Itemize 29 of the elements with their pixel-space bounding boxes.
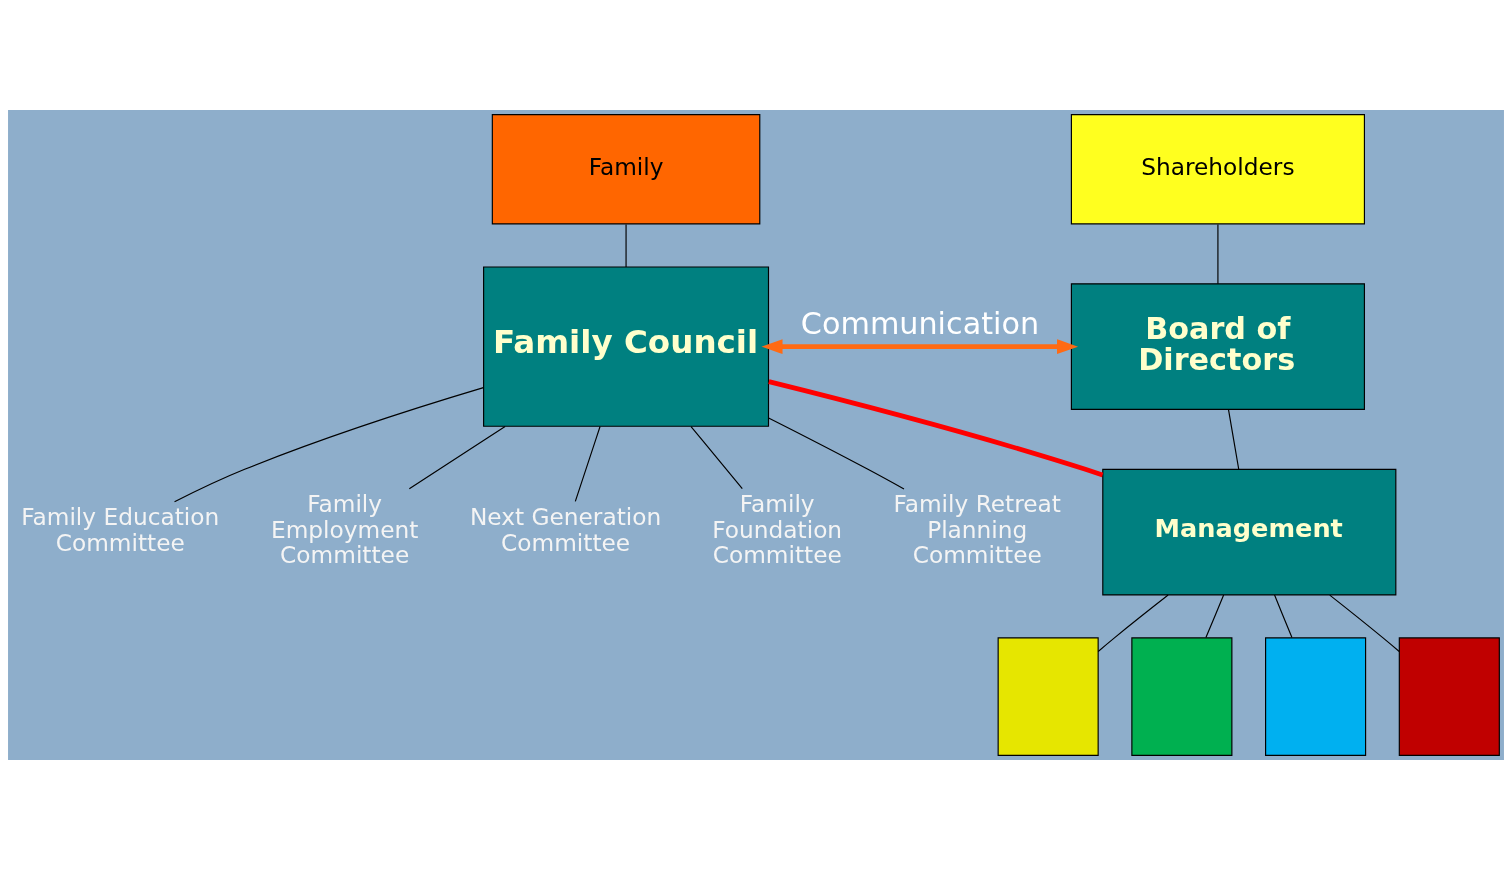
- node-text: Family Foundation Committee: [712, 489, 843, 568]
- connector: [1205, 593, 1225, 638]
- connector: [1329, 594, 1400, 652]
- connector: [768, 416, 905, 490]
- node-box: Management: [1102, 468, 1397, 595]
- connector: [1097, 594, 1169, 652]
- node-box: Shareholders: [1070, 113, 1365, 225]
- connector: [1227, 408, 1240, 470]
- arrow: [761, 338, 1078, 354]
- node-box: [1265, 636, 1367, 756]
- node-box: [1398, 636, 1500, 756]
- node-text: Family Retreat Planning Committee: [893, 489, 1061, 568]
- node-box: [1131, 636, 1233, 756]
- connector: [1274, 593, 1293, 638]
- connector: [690, 425, 743, 489]
- node-text: Next Generation Committee: [469, 502, 662, 556]
- connector: [574, 425, 601, 502]
- node-box: [997, 636, 1099, 756]
- node-text: Family Employment Committee: [270, 489, 419, 568]
- node-text: Family Education Committee: [21, 502, 220, 556]
- node-box: Family: [491, 113, 761, 225]
- edge-label: Communication: [800, 305, 1040, 341]
- connector: [173, 386, 484, 502]
- connector: [1217, 223, 1219, 284]
- node-box: Family Council: [483, 265, 770, 427]
- connector: [408, 425, 506, 489]
- connector: [625, 223, 627, 267]
- connector: [768, 378, 1104, 477]
- node-box: Board of Directors: [1070, 282, 1365, 410]
